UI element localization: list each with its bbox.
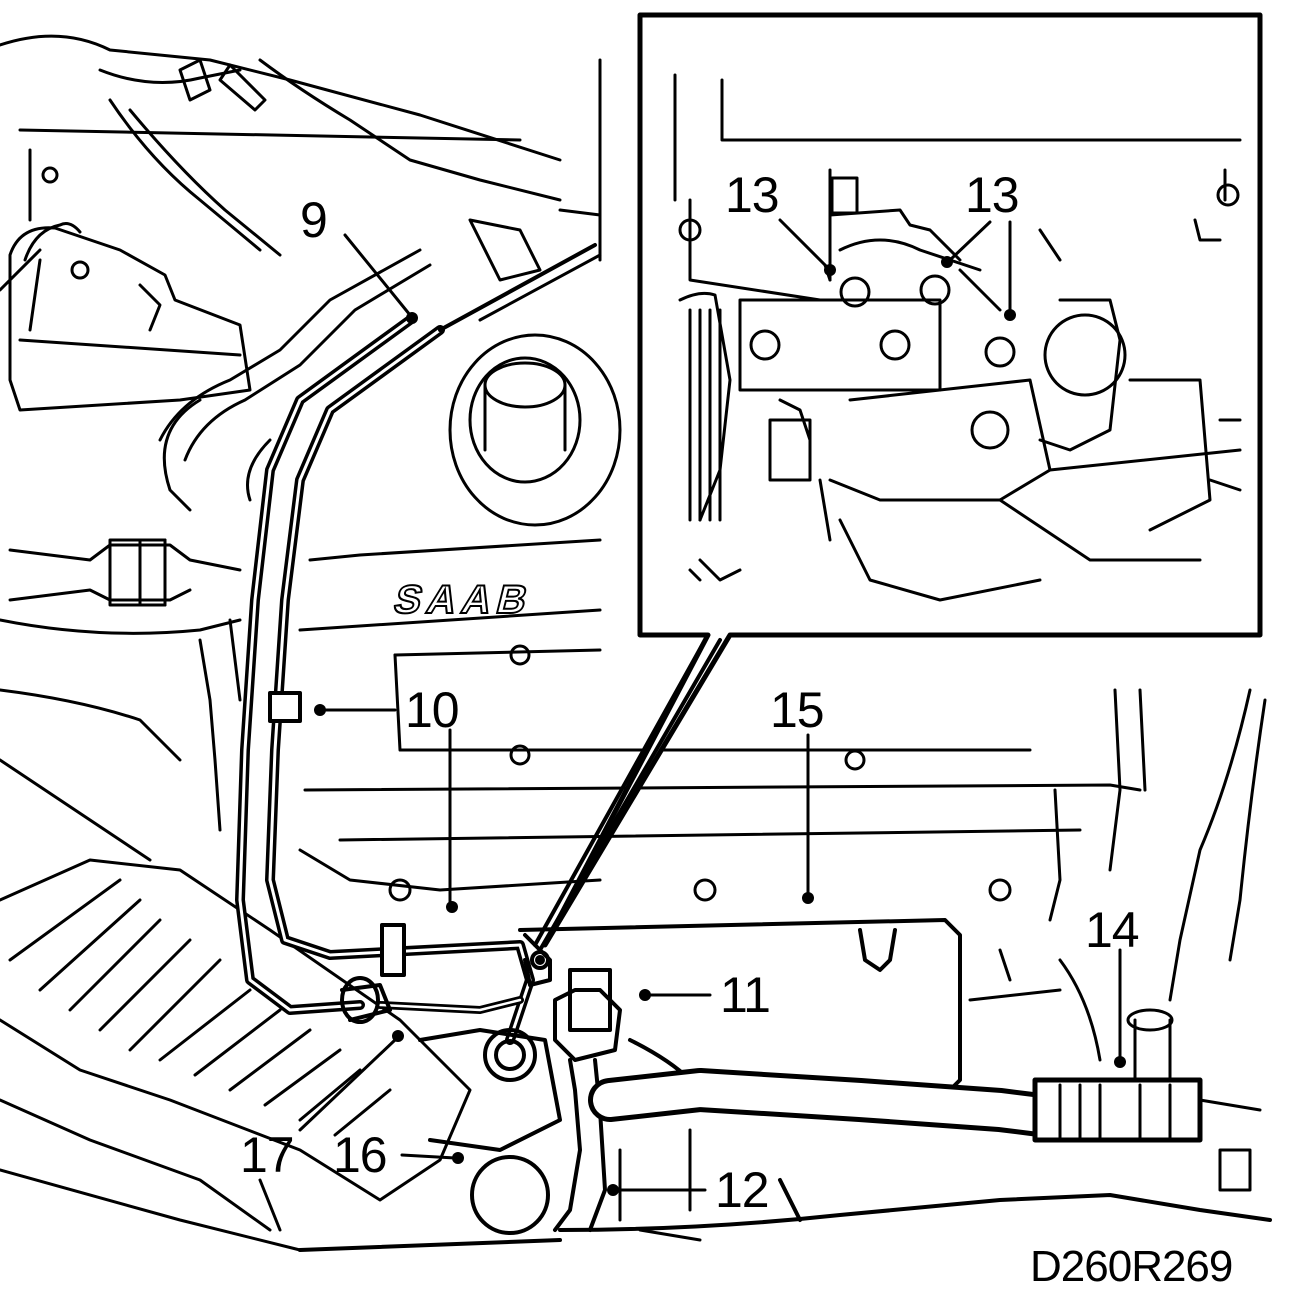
leader-9 [343,233,412,317]
leader-13b [948,220,992,262]
oil-filler-cap [448,208,622,527]
callout-13-right: 13 [965,167,1020,223]
callout-11: 11 [720,967,771,1023]
figure-id-label: D260R269 [1030,1242,1233,1291]
callout-15: 15 [770,682,825,738]
fuel-lines [235,243,602,1045]
callout-12: 12 [715,1162,770,1218]
return-line [588,1008,1203,1143]
detail-inset [533,12,1263,952]
right-structure [618,688,1267,1242]
leader-lines [298,218,1122,1192]
leader-17 [298,1038,397,1132]
lower-body [298,1178,1272,1252]
callout-13-left: 13 [725,167,780,223]
callout-17: 17 [240,1127,295,1183]
coolant-reservoir [8,222,252,412]
leader-13a [778,218,830,270]
callout-16: 16 [333,1127,388,1183]
saab-logo: SAAB [389,577,539,623]
leader-dots [314,256,1126,1196]
callout-9: 9 [300,192,328,248]
valve-cover [298,538,1142,922]
callout-14: 14 [1085,902,1140,958]
callout-10: 10 [405,682,460,738]
air-intake-hose [0,858,472,1252]
leader-16 [400,1153,457,1160]
upper-hoses [0,34,602,512]
throttle-linkage [0,538,242,862]
fuel-fittings [340,976,562,1235]
